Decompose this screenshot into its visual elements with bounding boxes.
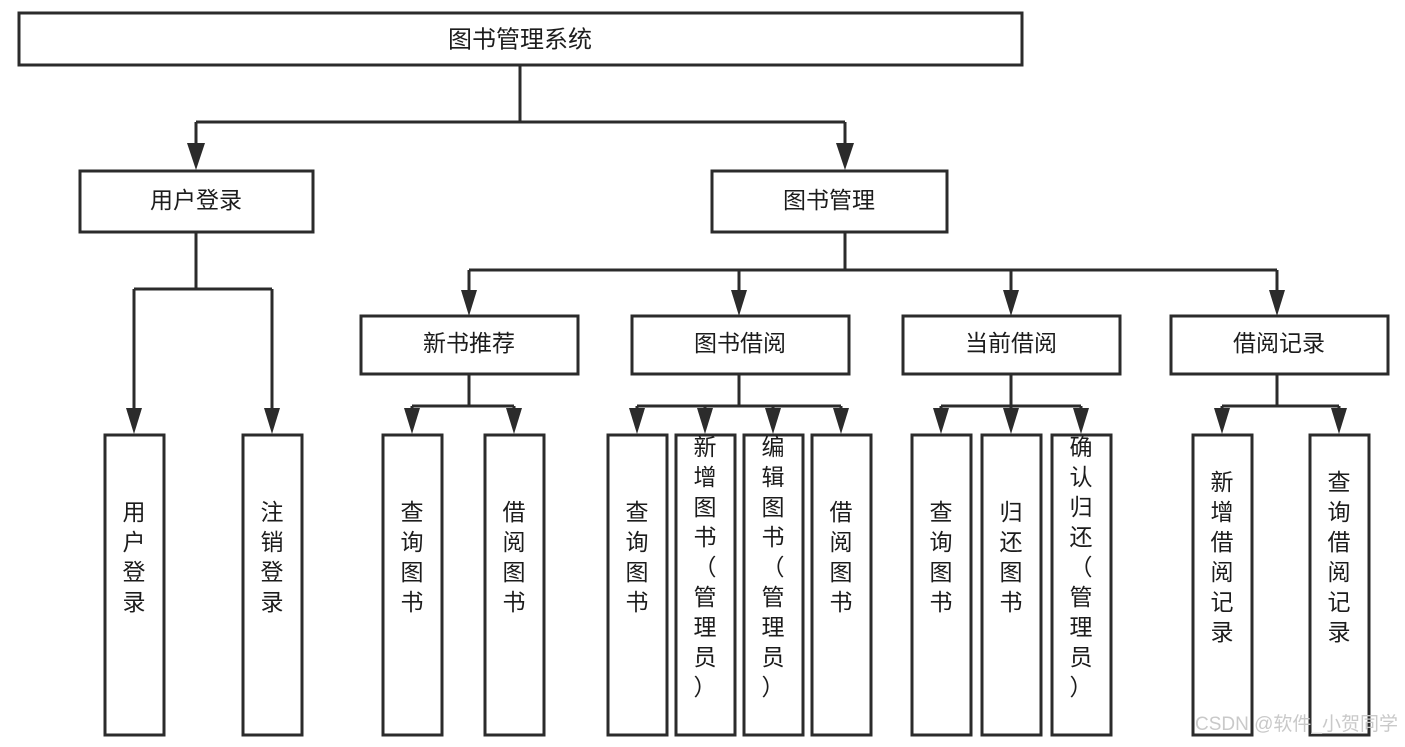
node-leaf-query-book-2-label: 查询图书 bbox=[626, 499, 649, 615]
node-leaf-add-book[interactable]: 新增图书（管理员） bbox=[674, 433, 737, 737]
node-leaf-query-book-1-label: 查询图书 bbox=[401, 499, 424, 615]
node-borrow-record-label: 借阅记录 bbox=[1233, 330, 1325, 356]
node-book-manage[interactable]: 图书管理 bbox=[710, 169, 949, 234]
node-leaf-query-record-label: 查询借阅记录 bbox=[1328, 469, 1351, 645]
arrowhead-leaf-user-login bbox=[126, 408, 142, 434]
node-leaf-user-logout-label: 注销登录 bbox=[261, 499, 284, 615]
node-new-book-recommend-box[interactable] bbox=[359, 314, 580, 376]
arrowhead-new-book-recommend bbox=[461, 290, 477, 316]
node-current-borrow-label: 当前借阅 bbox=[965, 330, 1057, 356]
node-leaf-query-book-3-box[interactable] bbox=[910, 433, 973, 737]
node-user-login-box[interactable] bbox=[78, 169, 315, 234]
node-leaf-user-logout[interactable]: 注销登录 bbox=[241, 433, 304, 737]
node-leaf-borrow-book-2-label: 借阅图书 bbox=[830, 499, 853, 615]
node-root-box[interactable] bbox=[17, 11, 1024, 67]
node-book-borrow-label: 图书借阅 bbox=[694, 330, 786, 356]
connector-group bbox=[126, 65, 1347, 434]
node-borrow-record[interactable]: 借阅记录 bbox=[1169, 314, 1390, 376]
arrowhead-book-manage bbox=[836, 143, 854, 170]
node-user-login[interactable]: 用户登录 bbox=[78, 169, 315, 234]
arrowhead-leaf-borrow-book-1 bbox=[506, 408, 522, 434]
arrowhead-leaf-edit-book bbox=[765, 408, 781, 434]
arrowhead-leaf-add-record bbox=[1214, 408, 1230, 434]
arrowhead-leaf-query-book-2 bbox=[629, 408, 645, 434]
node-leaf-query-book-2-box[interactable] bbox=[606, 433, 669, 737]
node-leaf-query-book-3-label: 查询图书 bbox=[930, 499, 953, 615]
node-leaf-borrow-book-2[interactable]: 借阅图书 bbox=[810, 433, 873, 737]
arrowhead-borrow-record bbox=[1269, 290, 1285, 316]
node-leaf-borrow-book-1[interactable]: 借阅图书 bbox=[483, 433, 546, 737]
node-new-book-recommend[interactable]: 新书推荐 bbox=[359, 314, 580, 376]
node-leaf-return-book-box[interactable] bbox=[980, 433, 1043, 737]
node-leaf-user-login[interactable]: 用户登录 bbox=[103, 433, 166, 737]
node-leaf-user-login-box[interactable] bbox=[103, 433, 166, 737]
node-leaf-add-record[interactable]: 新增借阅记录 bbox=[1191, 433, 1254, 737]
node-root[interactable]: 图书管理系统 bbox=[17, 11, 1024, 67]
node-book-manage-box[interactable] bbox=[710, 169, 949, 234]
node-leaf-return-book[interactable]: 归还图书 bbox=[980, 433, 1043, 737]
leaf-nodes-group: 用户登录 注销登录 查询图书 借阅图书 查询图书 新增图书（管理员） bbox=[103, 433, 1371, 737]
node-current-borrow[interactable]: 当前借阅 bbox=[901, 314, 1122, 376]
node-book-borrow-box[interactable] bbox=[630, 314, 851, 376]
node-leaf-confirm-return-label: 确认归还（管理员） bbox=[1070, 434, 1093, 700]
arrowhead-leaf-query-book-3 bbox=[933, 408, 949, 434]
node-leaf-user-login-label: 用户登录 bbox=[123, 499, 146, 615]
arrowhead-leaf-user-logout bbox=[264, 408, 280, 434]
node-leaf-query-book-3[interactable]: 查询图书 bbox=[910, 433, 973, 737]
node-leaf-confirm-return-box[interactable] bbox=[1050, 433, 1113, 737]
node-leaf-query-record-box[interactable] bbox=[1308, 433, 1371, 737]
node-leaf-edit-book-label: 编辑图书（管理员） bbox=[762, 434, 785, 700]
node-leaf-add-record-label: 新增借阅记录 bbox=[1211, 469, 1234, 645]
node-leaf-add-book-box[interactable] bbox=[674, 433, 737, 737]
node-root-label: 图书管理系统 bbox=[448, 26, 592, 53]
node-borrow-record-box[interactable] bbox=[1169, 314, 1390, 376]
node-new-book-recommend-label: 新书推荐 bbox=[423, 330, 515, 356]
arrowhead-book-borrow bbox=[731, 290, 747, 316]
node-leaf-borrow-book-2-box[interactable] bbox=[810, 433, 873, 737]
arrowhead-user-login bbox=[187, 143, 205, 170]
node-leaf-add-record-box[interactable] bbox=[1191, 433, 1254, 737]
arrowhead-leaf-add-book bbox=[697, 408, 713, 434]
node-book-manage-label: 图书管理 bbox=[783, 187, 875, 213]
node-current-borrow-box[interactable] bbox=[901, 314, 1122, 376]
node-user-login-label: 用户登录 bbox=[150, 187, 242, 213]
node-leaf-borrow-book-1-box[interactable] bbox=[483, 433, 546, 737]
node-leaf-query-book-2[interactable]: 查询图书 bbox=[606, 433, 669, 737]
node-book-borrow[interactable]: 图书借阅 bbox=[630, 314, 851, 376]
arrowhead-leaf-return-book bbox=[1003, 408, 1019, 434]
arrowhead-leaf-confirm-return bbox=[1073, 408, 1089, 434]
node-leaf-borrow-book-1-label: 借阅图书 bbox=[503, 499, 526, 615]
node-leaf-edit-book-box[interactable] bbox=[742, 433, 805, 737]
csdn-watermark: CSDN @软件_小贺同学 bbox=[1195, 713, 1398, 735]
node-leaf-add-book-label: 新增图书（管理员） bbox=[694, 434, 717, 700]
node-leaf-query-record[interactable]: 查询借阅记录 bbox=[1308, 433, 1371, 737]
arrowhead-leaf-query-record bbox=[1331, 408, 1347, 434]
node-leaf-confirm-return[interactable]: 确认归还（管理员） bbox=[1050, 433, 1113, 737]
node-leaf-return-book-label: 归还图书 bbox=[1000, 499, 1023, 615]
arrowhead-leaf-query-book-1 bbox=[404, 408, 420, 434]
arrowhead-leaf-borrow-book-2 bbox=[833, 408, 849, 434]
node-leaf-query-book-1-box[interactable] bbox=[381, 433, 444, 737]
node-leaf-user-logout-box[interactable] bbox=[241, 433, 304, 737]
arrowhead-current-borrow bbox=[1003, 290, 1019, 316]
node-leaf-edit-book[interactable]: 编辑图书（管理员） bbox=[742, 433, 805, 737]
node-leaf-query-book-1[interactable]: 查询图书 bbox=[381, 433, 444, 737]
